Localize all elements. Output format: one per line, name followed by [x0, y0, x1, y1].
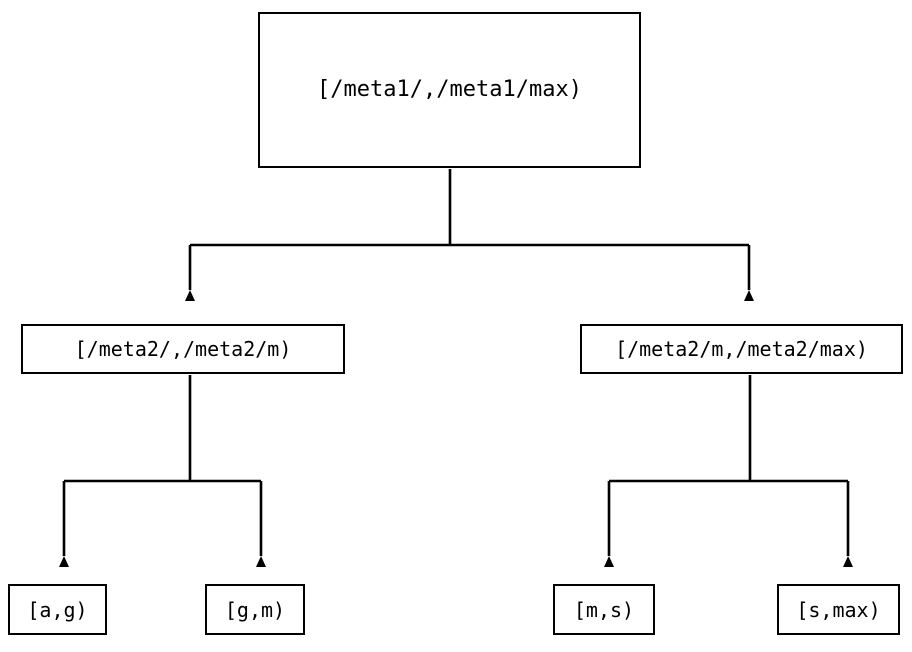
node-leaf-s-max[interactable]: [s,max): [777, 584, 900, 635]
node-mid-right-label: [/meta2/m,/meta2/max): [615, 337, 868, 361]
node-mid-left[interactable]: [/meta2/,/meta2/m): [21, 324, 345, 374]
node-leaf-s-max-label: [s,max): [796, 597, 881, 622]
node-leaf-a-g[interactable]: [a,g): [8, 584, 107, 635]
node-leaf-m-s[interactable]: [m,s): [553, 584, 655, 635]
node-leaf-g-m[interactable]: [g,m): [205, 584, 305, 635]
edge-mid-left-to-leaves: [59, 375, 266, 567]
node-root-label: [/meta1/,/meta1/max): [317, 77, 582, 102]
node-leaf-a-g-label: [a,g): [27, 597, 88, 622]
node-mid-right[interactable]: [/meta2/m,/meta2/max): [580, 324, 903, 374]
node-mid-left-label: [/meta2/,/meta2/m): [74, 337, 292, 361]
node-leaf-g-m-label: [g,m): [224, 597, 286, 622]
edge-root-to-mid-level: [185, 169, 754, 301]
edge-mid-right-to-leaves: [604, 375, 853, 567]
node-root[interactable]: [/meta1/,/meta1/max): [258, 12, 641, 168]
node-leaf-m-s-label: [m,s): [573, 597, 635, 622]
